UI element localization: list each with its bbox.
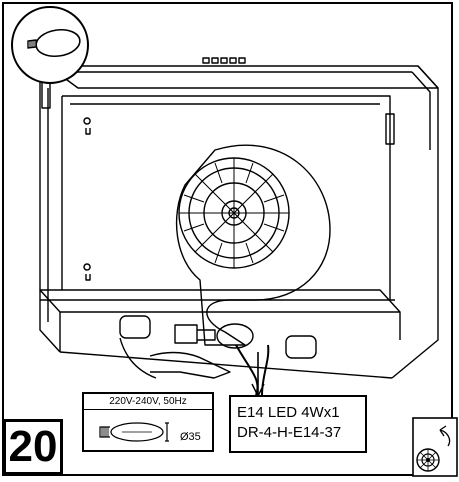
spec-divider	[84, 409, 212, 410]
diameter-label: Ø35	[180, 431, 201, 443]
bulb-spec-box: 220V-240V, 50Hz Ø35	[82, 392, 214, 452]
step-number: 20	[3, 419, 63, 475]
voltage-label: 220V-240V, 50Hz	[109, 396, 187, 407]
bulb-icon	[11, 6, 89, 84]
fan-wheel	[178, 157, 290, 269]
figure-frame	[2, 2, 453, 476]
control-buttons	[202, 57, 246, 64]
candle-bulb-icon	[99, 422, 169, 442]
fan-icon	[412, 417, 458, 477]
bulb-type-text: E14 LED 4Wx1	[237, 404, 340, 421]
bulb-code-text: DR-4-H-E14-37	[237, 424, 342, 441]
bulb-model-label: E14 LED 4Wx1 DR-4-H-E14-37	[229, 395, 367, 453]
